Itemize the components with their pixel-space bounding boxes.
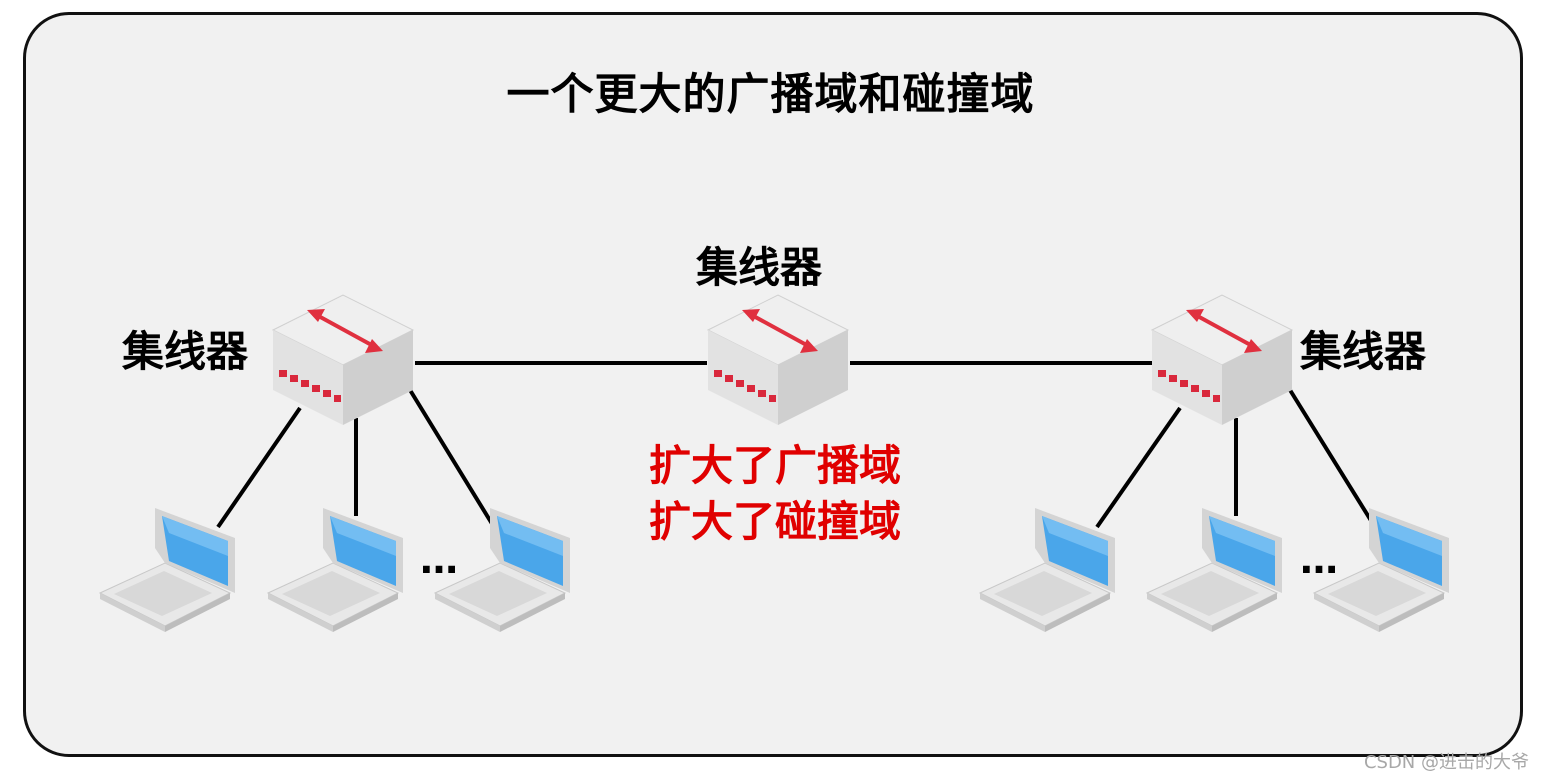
hub-center-label: 集线器 — [696, 243, 823, 292]
annotation-broadcast-domain: 扩大了广播域 — [648, 441, 901, 490]
diagram-title: 一个更大的广播域和碰撞域 — [506, 70, 1035, 120]
link-right-laptop-3 — [1288, 388, 1377, 529]
hub-center-icon — [706, 293, 850, 427]
ellipsis-right: … — [1300, 538, 1339, 582]
annotation-collision-domain: 扩大了碰撞域 — [648, 497, 901, 546]
link-left-laptop-1 — [216, 406, 302, 529]
link-right-laptop-1 — [1095, 406, 1182, 529]
hub-left-label: 集线器 — [122, 327, 249, 376]
laptop-right-1-icon — [979, 507, 1116, 633]
watermark: CSDN @进击的大爷 — [1363, 752, 1529, 773]
hub-right-label: 集线器 — [1300, 327, 1427, 376]
laptop-right-2-icon — [1146, 507, 1283, 633]
laptop-left-2-icon — [267, 507, 404, 633]
hub-left-icon — [271, 293, 415, 427]
ellipsis-left: … — [420, 538, 459, 582]
link-left-laptop-3 — [408, 388, 496, 529]
hub-right-icon — [1150, 293, 1294, 427]
laptop-left-1-icon — [99, 507, 236, 633]
